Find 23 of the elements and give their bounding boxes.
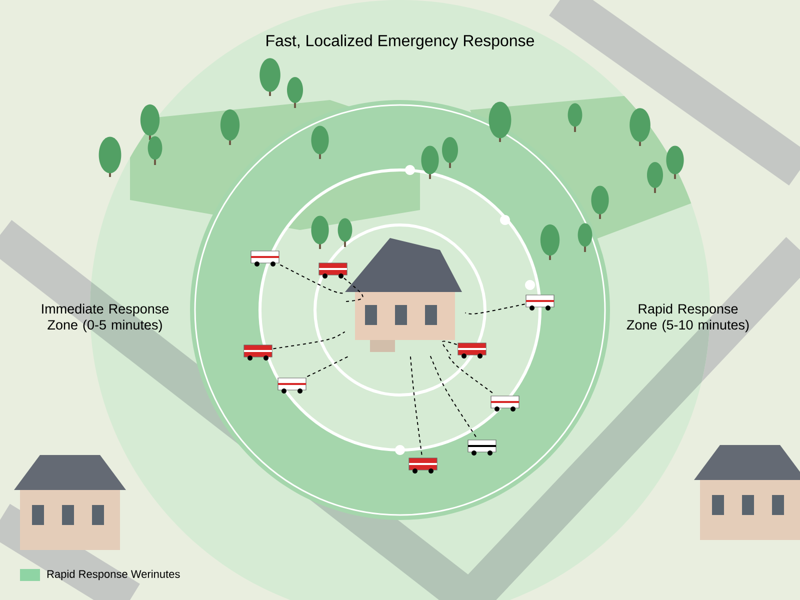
route-line bbox=[272, 331, 346, 350]
route-line bbox=[344, 278, 364, 302]
route-line bbox=[464, 304, 526, 314]
route-line bbox=[280, 264, 346, 294]
route-line bbox=[306, 354, 350, 378]
fire-truck-icon bbox=[458, 342, 486, 358]
fire-truck-icon bbox=[244, 344, 272, 360]
fire-truck-icon bbox=[408, 458, 438, 474]
route-line bbox=[430, 354, 476, 438]
zone-label: Rapid Response Zone (5-10 minutes) bbox=[626, 304, 749, 332]
ambulance-icon bbox=[526, 294, 554, 310]
police-car-icon bbox=[468, 440, 496, 456]
route-line bbox=[410, 354, 422, 456]
ambulance-icon bbox=[250, 250, 280, 266]
house-drawing bbox=[345, 238, 462, 352]
legend-label: Rapid Response Werinutes bbox=[47, 570, 180, 580]
title: Fast, Localized Emergency Response bbox=[266, 34, 534, 50]
route-line bbox=[442, 340, 458, 356]
ambulance-icon bbox=[490, 396, 520, 412]
route-line bbox=[447, 354, 493, 394]
fire-truck-icon bbox=[318, 262, 348, 278]
zone-label: Immediate Response Zone (0-5 minutes) bbox=[42, 304, 169, 332]
ambulance-icon bbox=[278, 378, 306, 394]
